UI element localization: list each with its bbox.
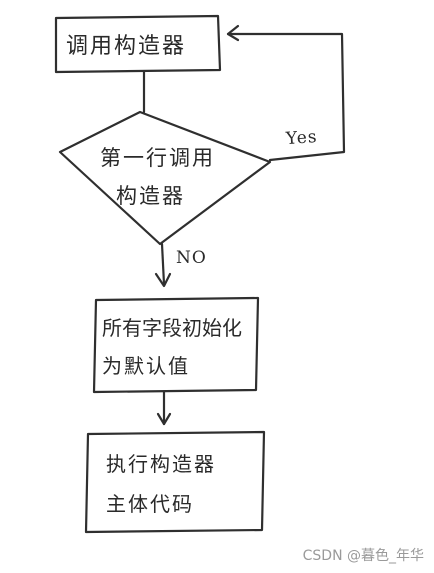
end-arrow-head: [156, 412, 172, 426]
start-box-outline: [54, 14, 222, 74]
process-box-outline: [92, 296, 260, 394]
yes-label: Yes: [285, 126, 319, 150]
end-box-outline: [84, 430, 266, 534]
watermark: CSDN @暮色_年华: [302, 548, 424, 564]
no-arrow-head: [154, 272, 172, 288]
process-box-label-line2: 为默认值: [102, 354, 190, 378]
end-box-label-line2: 主体代码: [106, 492, 194, 516]
end-box-label-line1: 执行构造器: [106, 452, 216, 476]
decision-label-line1: 第一行调用: [100, 146, 215, 170]
no-connector-line: [160, 242, 166, 286]
decision-label-line2: 构造器: [116, 184, 185, 208]
yes-loop-line: [226, 32, 346, 162]
no-label: NO: [176, 248, 207, 268]
decision-diamond-outline: [58, 110, 272, 246]
start-box-label: 调用构造器: [66, 34, 187, 59]
yes-arrow-head: [226, 24, 240, 42]
process-box-label-line1: 所有字段初始化: [102, 316, 242, 340]
